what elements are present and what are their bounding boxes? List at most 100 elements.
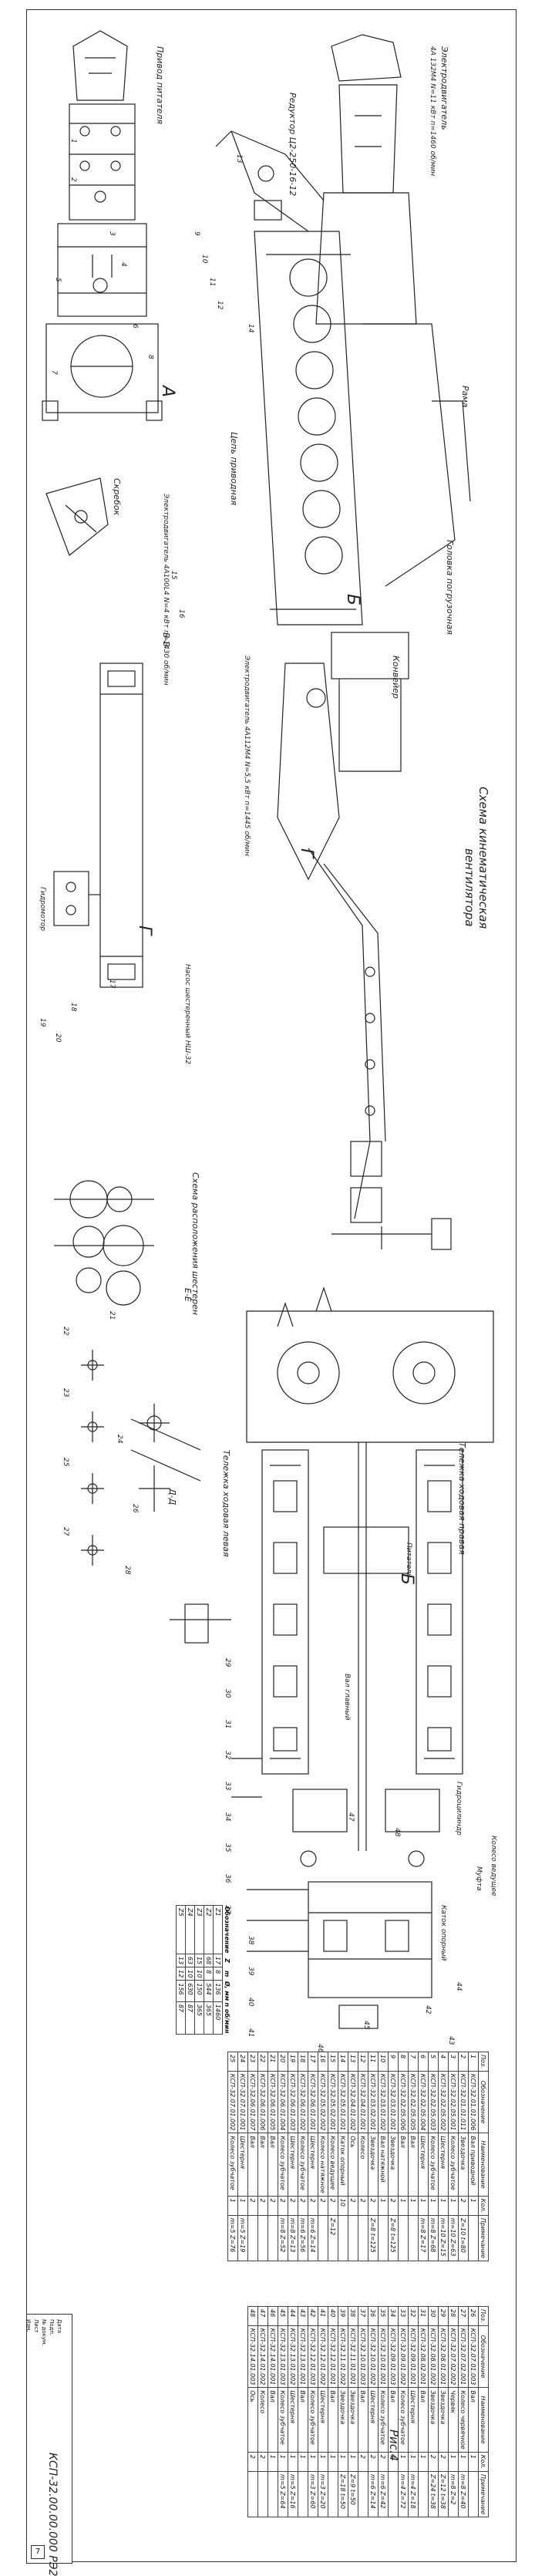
- label-feeder: Питатель: [405, 1543, 412, 1578]
- spec-left-cell: Колесо натяжное: [318, 2133, 328, 2197]
- spec-right-cell: m=8 Z=2: [448, 2471, 459, 2517]
- spec-left-cell: 19: [288, 2052, 298, 2072]
- position-callout: 39: [247, 1967, 254, 1976]
- gear-table-cell: 13: [176, 1954, 186, 1967]
- section-ee-mark: Е-Е: [183, 1288, 193, 1302]
- spec-left-cell: Z=8 t=125: [368, 2215, 379, 2261]
- spec-left-cell: [358, 2215, 368, 2261]
- spec-right-cell: Колесо: [257, 2387, 268, 2453]
- label-motor-spec: 4А 132М4 N=11 кВт n=1460 об/мин: [429, 46, 436, 177]
- section-g-mark: Г: [297, 848, 316, 858]
- spec-left-cell: 12: [358, 2052, 368, 2072]
- spec-left-cell: КСП-32.04.01.001: [358, 2071, 368, 2133]
- spec-left-cell: [338, 2215, 348, 2261]
- position-callout: 44: [455, 1982, 463, 1991]
- spec-left-cell: КСП-32.04.01.002: [348, 2071, 358, 2133]
- spec-left-cell: 3: [448, 2052, 459, 2072]
- spec-left-cell: [318, 2215, 328, 2261]
- gear-table-cell: 150: [194, 1980, 204, 2002]
- position-callout: 18: [69, 1003, 77, 1012]
- spec-right-cell: Колесо зубчатое: [278, 2387, 288, 2453]
- spec-left-cell: Вал: [268, 2133, 278, 2197]
- spec-left-cell: КСП-32.02.05.002: [438, 2071, 449, 2133]
- position-callout: 30: [224, 1689, 231, 1698]
- spec-right-cell: Вал: [268, 2387, 278, 2453]
- spec-right-header-cell: Обозначение: [478, 2325, 489, 2388]
- spec-right-header-cell: Наименование: [478, 2387, 489, 2453]
- gear-table-header-cell: Ø, мм: [224, 1981, 230, 2001]
- spec-right-cell: КСП-32.08.01.001: [438, 2325, 449, 2388]
- position-callout: 4: [119, 262, 127, 267]
- spec-right-cell: 43: [298, 2306, 308, 2326]
- label-shaft-main: Вал главный: [343, 1674, 351, 1721]
- spec-right-cell: КСП-32.09.01.001: [408, 2325, 419, 2388]
- spec-left-cell: 2: [358, 2196, 368, 2216]
- spec-right-cell: Звездочка: [338, 2387, 348, 2453]
- spec-left-cell: [268, 2215, 278, 2261]
- spec-right-cell: Звездочка: [348, 2387, 358, 2453]
- spec-left-cell: КСП-32.06.01.002: [298, 2071, 308, 2133]
- spec-right-cell: КСП-32.12.01.001: [328, 2325, 338, 2388]
- gear-table-cell: 136: [213, 1980, 223, 2002]
- position-callout: 10: [200, 255, 208, 264]
- spec-right-cell: 26: [468, 2306, 479, 2326]
- position-callout: 3: [108, 231, 116, 236]
- spec-left-cell: Звездочка: [368, 2133, 379, 2197]
- spec-left-cell: 25: [227, 2052, 238, 2072]
- gear-table-cell: 365: [204, 2001, 214, 2035]
- position-callout: 28: [123, 1566, 131, 1575]
- spec-left-cell: КСП-32.06.01.001: [308, 2071, 318, 2133]
- figure-label: Рис.4: [387, 2429, 401, 2462]
- spec-left-cell: КСП-32.03.01.001: [388, 2071, 399, 2133]
- spec-left-cell: 2: [257, 2196, 268, 2216]
- spec-left-cell: 9: [388, 2052, 399, 2072]
- spec-right-cell: 27: [458, 2306, 469, 2326]
- spec-left-cell: 7: [408, 2052, 419, 2072]
- gear-table-cell: 544: [204, 1980, 214, 2002]
- spec-left-cell: 22: [257, 2052, 268, 2072]
- section-b-mark: Б: [343, 594, 362, 606]
- spec-left-cell: [247, 2215, 258, 2261]
- spec-left-cell: 2: [318, 2196, 328, 2216]
- spec-left-cell: КСП-32.03.02.001: [368, 2071, 379, 2133]
- spec-left-cell: КСП-32.06.01.003: [288, 2071, 298, 2133]
- position-callout: 20: [54, 1033, 62, 1043]
- spec-left-cell: Колесо зубчатое: [278, 2133, 288, 2197]
- profile-view-top: [215, 34, 417, 325]
- spec-left-cell: 5: [428, 2052, 439, 2072]
- spec-right-cell: [388, 2471, 399, 2517]
- gear-table-cell: Z1: [213, 1905, 223, 1954]
- label-bearing-roll: Каток опорный: [439, 1905, 447, 1961]
- spec-left-cell: 2: [268, 2196, 278, 2216]
- gear-table-header-cell: n об/мин: [224, 2002, 230, 2034]
- spec-right-cell: Z=12 t=38: [438, 2471, 449, 2517]
- position-callout: 48: [393, 1828, 401, 1837]
- gear-table-cell: 63: [185, 1954, 195, 1967]
- spec-right-cell: 28: [448, 2306, 459, 2326]
- spec-left-cell: 20: [278, 2052, 288, 2072]
- spec-right-cell: m=4 Z=18: [408, 2471, 419, 2517]
- position-callout: 47: [347, 1812, 355, 1822]
- spec-left-cell: 1: [438, 2196, 449, 2216]
- spec-left-cell: КСП-32.06.01.004: [278, 2071, 288, 2133]
- spec-right-cell: КСП-32.11.01.001: [348, 2325, 358, 2388]
- document-code: КСП-32.00.00.000 РЭ2: [46, 2453, 59, 2576]
- spec-right-cell: Ось: [247, 2387, 258, 2453]
- spec-right-cell: Z=18 t=50: [338, 2471, 348, 2517]
- spec-left-cell: m=5 Z=76: [227, 2215, 238, 2261]
